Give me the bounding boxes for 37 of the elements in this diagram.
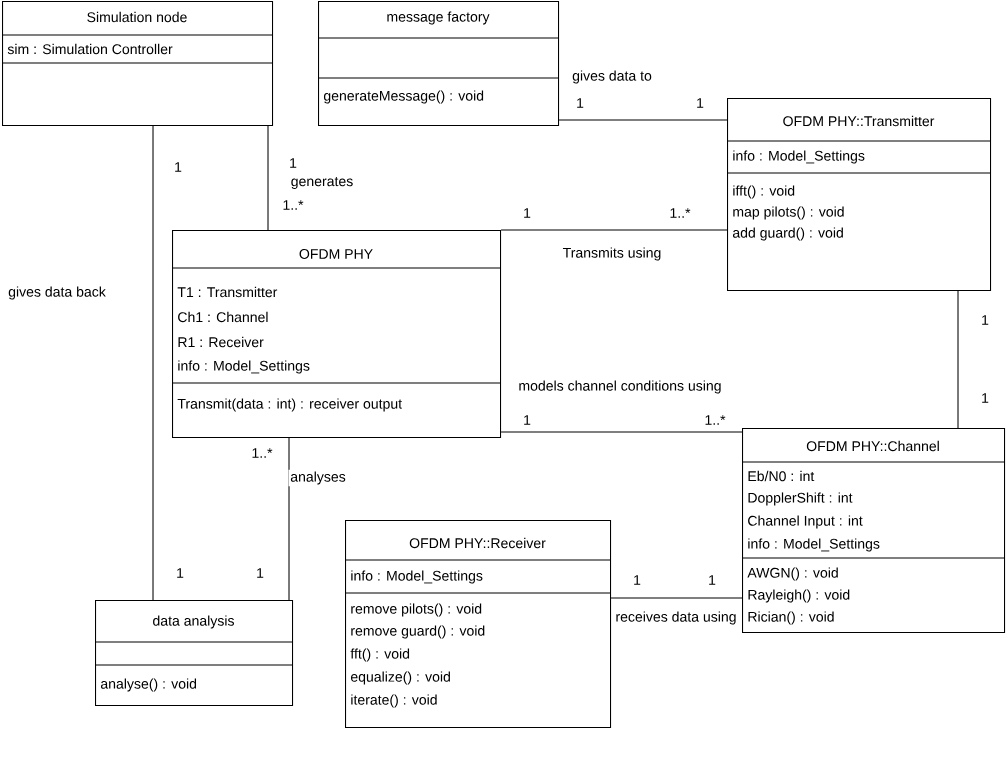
association-line [267, 125, 269, 231]
multiplicity-label: 1 [524, 415, 531, 425]
association-line [152, 125, 154, 601]
class-box: data analysis analyse() : void [94, 600, 294, 707]
multiplicity-label: 1 [524, 208, 531, 218]
multiplicity-label: 1..* [670, 208, 691, 218]
class-box: OFDM PHY T1 : Transmitter Ch1 : Channel R1 : Receiver info : Model_Settings Transmit(data : int) : receiver output [171, 230, 502, 439]
association-line [500, 431, 743, 433]
edge-label: models channel conditions using [516, 378, 724, 396]
association-line [957, 290, 959, 429]
multiplicity-label: 1 [175, 162, 182, 172]
association-line [500, 229, 728, 231]
multiplicity-label: 1 [257, 568, 264, 578]
edge-label: gives data to [570, 68, 654, 86]
edge-label: gives data back [6, 284, 108, 302]
class-box: OFDM PHY::Receiver info : Model_Settings remove pilots() : void remove guard() : void fft() : void equalize() : void iterate() : void [344, 520, 612, 729]
multiplicity-label: 1 [697, 98, 704, 108]
edge-label: receives data using [613, 609, 739, 627]
multiplicity-label: 1 [577, 98, 584, 108]
multiplicity-label: 1 [982, 393, 989, 403]
class-box: message factory generateMessage() : void [317, 1, 560, 127]
multiplicity-label: 1 [982, 315, 989, 325]
edge-label: analyses [288, 469, 348, 487]
multiplicity-label: 1 [290, 158, 297, 168]
multiplicity-label: 1 [709, 575, 716, 585]
edge-label: generates [289, 175, 356, 191]
association-line [288, 437, 290, 601]
edge-label: Transmits using [560, 245, 664, 263]
class-box: OFDM PHY::Transmitter info : Model_Settings ifft() : void map pilots() : void add guard() : void [726, 98, 992, 292]
association-line [558, 119, 728, 121]
association-line [610, 597, 743, 599]
class-box: Simulation node sim : Simulation Controller [1, 1, 274, 127]
multiplicity-label: 1..* [283, 200, 304, 210]
class-box: OFDM PHY::Channel Eb/N0 : int DopplerShift : int Channel Input : int info : Model_Settings AWGN() : void Rayleigh() : void Rician() : void [741, 428, 1006, 634]
multiplicity-label: 1 [177, 568, 184, 578]
multiplicity-label: 1..* [705, 415, 726, 425]
multiplicity-label: 1 [634, 575, 641, 585]
